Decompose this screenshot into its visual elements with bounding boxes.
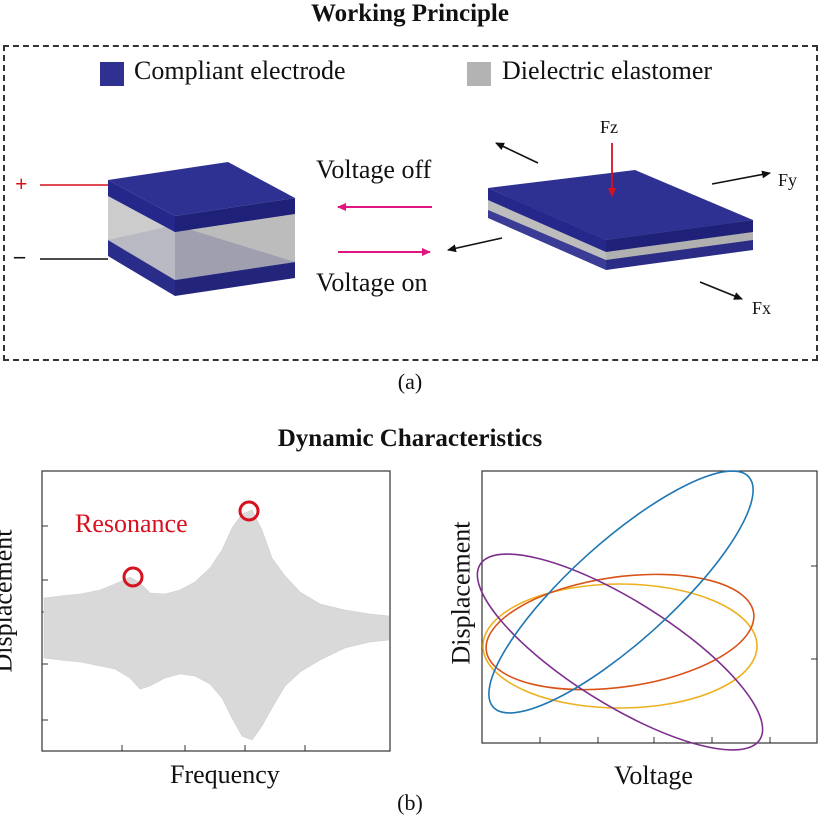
frequency-plot-frame: [41, 470, 391, 752]
force-arrow-fy: [711, 170, 771, 185]
loop-purple: [476, 553, 764, 751]
legend-swatch-electrode: [100, 62, 124, 86]
force-label-fz: Fz: [600, 117, 618, 137]
force-arrow-fx: [699, 281, 743, 300]
voltage-off-label: Voltage off: [316, 155, 432, 184]
force-arrow-minus-fx: [447, 237, 503, 253]
panel-b-title: Dynamic Characteristics: [277, 425, 543, 452]
plus-sign: +: [15, 171, 28, 196]
panel-a-title: Working Principle: [311, 0, 509, 27]
displacement-envelope: [43, 509, 390, 741]
frequency-xlabel: Frequency: [170, 760, 280, 789]
working-principle-frame: [3, 45, 818, 361]
panel-b-caption: (b): [397, 790, 423, 815]
loop-orange: [485, 573, 755, 691]
voltage-on-label: Voltage on: [316, 268, 428, 297]
panel-a-caption: (a): [397, 369, 423, 394]
actuator-relaxed: [40, 162, 295, 296]
frequency-plot-ticks: [42, 525, 306, 751]
right-ylabel: Displacement: [446, 521, 476, 665]
legend-label-elastomer: Dielectric elastomer: [502, 56, 713, 85]
loop-yellow: [482, 583, 758, 709]
legend-swatch-elastomer: [467, 62, 491, 86]
resonance-marker-1: [122, 566, 144, 588]
voltage-plot-ticks: [539, 565, 817, 743]
voltage-xlabel: Voltage: [614, 761, 693, 790]
resonance-marker-2: [238, 500, 260, 522]
loop-blue: [488, 470, 754, 714]
legend-label-electrode: Compliant electrode: [134, 56, 346, 85]
minus-sign: –: [14, 243, 25, 268]
actuator-expanded: [488, 170, 753, 270]
voltage-plot-frame: [481, 470, 818, 744]
force-label-fy: Fy: [778, 170, 798, 190]
resonance-annotation: Resonance: [75, 509, 188, 538]
force-label-fx: Fx: [752, 298, 772, 318]
force-arrow-minus-fy: [495, 142, 539, 164]
